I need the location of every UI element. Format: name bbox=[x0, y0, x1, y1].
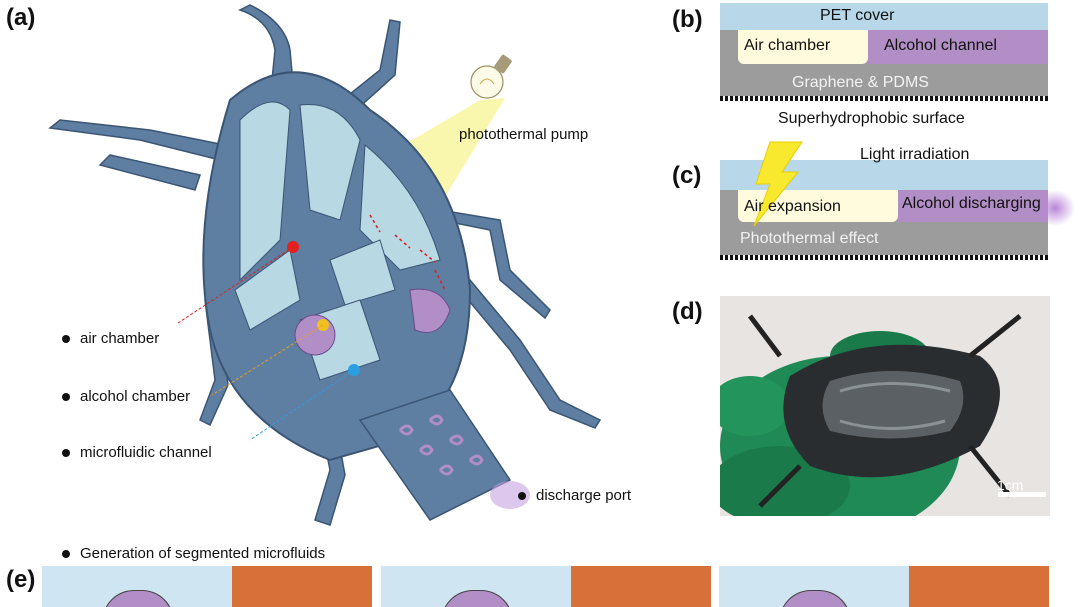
channel-pointer bbox=[249, 369, 355, 441]
alcohol-chamber-label: alcohol chamber bbox=[62, 389, 190, 404]
discharge-port-label: discharge port bbox=[518, 488, 631, 503]
scale-bar-label: 1cm bbox=[997, 477, 1024, 493]
bullet-icon bbox=[518, 492, 526, 501]
segmented-microfluids-caption: Generation of segmented microfluids bbox=[62, 546, 325, 561]
panel-label-e: (e) bbox=[6, 566, 36, 593]
bullet-icon bbox=[62, 550, 70, 559]
air-expansion-label: Air expansion bbox=[744, 198, 841, 215]
chamber-shapes bbox=[234, 101, 441, 381]
graphene-pdms-label: Graphene & PDMS bbox=[792, 74, 929, 91]
light-irradiation-label: Light irradiation bbox=[860, 146, 970, 163]
light-bulb-icon bbox=[470, 54, 512, 99]
photo-content bbox=[720, 314, 1046, 516]
discharge-tail bbox=[358, 389, 512, 521]
beetle-photo bbox=[720, 296, 1050, 516]
lightning-icon bbox=[753, 141, 803, 227]
scale-bar bbox=[998, 492, 1046, 497]
spiral-channels bbox=[398, 414, 484, 476]
pet-cover-layer bbox=[720, 3, 1048, 30]
sequence-frame-3 bbox=[719, 566, 1049, 607]
alcohol-discharging-label: Alcohol discharging bbox=[902, 195, 1041, 212]
bullet-icon bbox=[62, 393, 70, 402]
photo-strip-3 bbox=[909, 566, 1049, 607]
alcohol-channel-label: Alcohol channel bbox=[884, 37, 997, 54]
superhydrophobic-label: Superhydrophobic surface bbox=[778, 110, 965, 127]
microfluidic-channel-label: microfluidic channel bbox=[62, 445, 212, 460]
droplet-1 bbox=[102, 590, 174, 607]
alcohol-chamber-pointer bbox=[211, 324, 324, 396]
flow-arrows bbox=[369, 214, 446, 291]
layer-stack-b bbox=[720, 3, 1048, 101]
alcohol-channel-cavity bbox=[868, 30, 1048, 64]
photo-strip-2 bbox=[571, 566, 711, 607]
sequence-frame-2 bbox=[381, 566, 711, 607]
droplet-2 bbox=[441, 590, 513, 607]
discharge-glow-c bbox=[1035, 190, 1075, 226]
alcohol-chambers bbox=[294, 288, 451, 356]
bullet-icon bbox=[62, 449, 70, 458]
photothermal-effect-label: Photothermal effect bbox=[740, 230, 879, 247]
panel-label-c: (c) bbox=[672, 162, 702, 189]
air-chamber-pointer bbox=[177, 246, 294, 324]
air-chamber-label: air chamber bbox=[62, 331, 159, 346]
panel-label-d: (d) bbox=[672, 298, 703, 325]
pet-cover-label: PET cover bbox=[820, 7, 895, 24]
panel-label-a: (a) bbox=[6, 4, 36, 31]
alcohol-discharge-cavity bbox=[898, 190, 1048, 222]
superhydrophobic-texture-c bbox=[720, 255, 1048, 260]
discharge-glow bbox=[490, 481, 530, 509]
droplet-3 bbox=[779, 590, 851, 607]
photo-strip-1 bbox=[232, 566, 372, 607]
photothermal-pump-label: photothermal pump bbox=[459, 126, 589, 143]
air-chamber-label-b: Air chamber bbox=[744, 37, 831, 54]
superhydrophobic-texture bbox=[720, 96, 1048, 101]
beetle-diagram bbox=[48, 4, 602, 526]
bullet-icon bbox=[62, 335, 70, 344]
air-chamber-cavity bbox=[738, 30, 868, 64]
panel-label-b: (b) bbox=[672, 6, 703, 33]
sequence-frame-1 bbox=[42, 566, 372, 607]
